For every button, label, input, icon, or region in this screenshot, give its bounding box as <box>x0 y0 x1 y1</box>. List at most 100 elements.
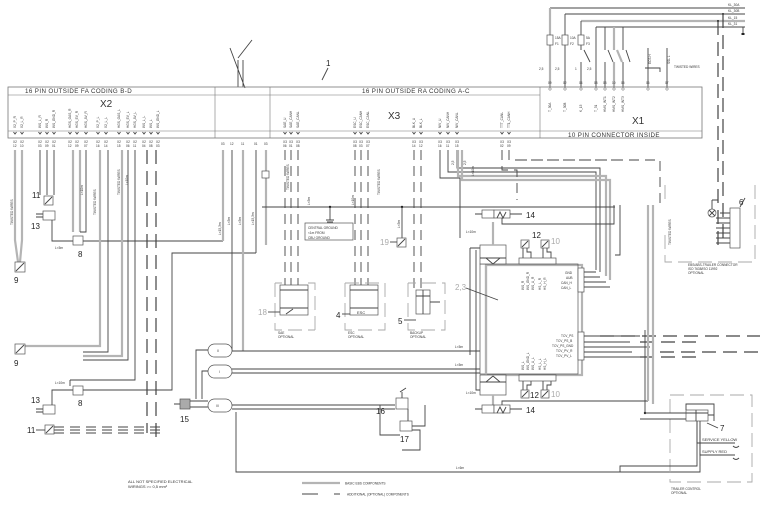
ecu-pin-label: HS_L_R <box>538 277 542 290</box>
pin-label: WS_L <box>149 119 153 128</box>
pin-number: 03 <box>156 144 160 148</box>
callout-9: 9 <box>14 359 19 368</box>
pin-arrow-icon <box>438 131 442 135</box>
callout-10: 10 <box>551 237 560 246</box>
pin-number: 11 <box>446 144 450 148</box>
pin-arrow-icon <box>126 131 130 135</box>
pin-connector-id: X3 <box>412 140 416 144</box>
ecu-pin-label: HS_H_R <box>543 277 547 290</box>
pin-arrow-icon <box>75 131 79 135</box>
callout-11: 11 <box>32 191 41 200</box>
pin-arrow-icon <box>149 131 153 135</box>
pin-number: 16 <box>96 144 100 148</box>
pin-number: 03 <box>264 142 268 146</box>
wire-label-25: 2,5 <box>451 160 455 165</box>
valve-17 <box>399 420 413 432</box>
pin-arrow-icon <box>412 131 416 135</box>
callout-5: 5 <box>398 317 403 326</box>
x2-label: X2 <box>100 99 113 110</box>
pin-socket-icon <box>579 87 583 91</box>
pin-socket-icon <box>563 87 567 91</box>
iso7638-socket <box>729 207 741 249</box>
pin-connector-id: X2 <box>149 140 153 144</box>
pin-number: 06 <box>283 144 287 148</box>
pin-connector-id: X2 <box>68 140 72 144</box>
pin-number: 07 <box>84 144 88 148</box>
x2-wiring: TWISTED WIRES 9 11 13 L<5m 8 TWISTED WIR… <box>10 150 256 438</box>
modulators: L<15,3m L<5m L<5m L<15,3m II I III L<6m … <box>174 150 701 473</box>
x1-pin-number: 02 <box>563 81 567 85</box>
ecu-upper-block <box>479 244 507 265</box>
pin-connector-id: X2 <box>96 140 100 144</box>
x1-pin-label: HMS_INT2 <box>612 96 616 112</box>
valve-8-upper <box>72 235 84 246</box>
wire-length-label: L<15,3m <box>218 222 222 235</box>
kl15-label: KL_15 <box>728 16 737 20</box>
callout-17: 17 <box>400 435 409 444</box>
ecu-pin-tcv-ps: TCV_PS <box>561 334 573 338</box>
modulator-ii-label: II <box>217 349 219 353</box>
ecu-pin-canh: CAN_H <box>561 281 573 285</box>
modulator-iii-label: III <box>216 404 219 408</box>
pin-label: ESC_CANH <box>359 110 363 128</box>
pin-label: SAE_CANH <box>289 110 293 128</box>
x1-pin-number: 07 <box>665 81 669 85</box>
x1-pin-label: T_31 <box>594 105 598 112</box>
fuse-f1-icon <box>546 34 554 46</box>
callout-10: 10 <box>551 390 560 399</box>
pin-arrow-icon <box>507 131 511 135</box>
valve-16 <box>395 397 409 410</box>
trailer-control-valve <box>685 409 709 422</box>
pin-number: 01 <box>289 144 293 148</box>
central-ground-line2: <1m FROM <box>308 231 325 235</box>
pin-label: NIV_CANL <box>455 112 459 128</box>
ecu-pin-label: WS_U_L <box>531 357 535 370</box>
fuse-f2-rating: 10A <box>570 36 577 40</box>
pin-connector-id: X3 <box>283 140 287 144</box>
fuse-f2-id: F2 <box>570 42 574 46</box>
sae-caption: SAE <box>278 331 284 335</box>
pin-arrow-icon <box>133 131 137 135</box>
callout-18: 18 <box>258 308 267 317</box>
x1-pin-number: 09 <box>548 81 552 85</box>
x1-pin-number: 06 <box>646 81 650 85</box>
pin-arrow-icon <box>455 131 459 135</box>
pin-label: HGS_GAS_L <box>117 109 121 128</box>
pin-labels: X2_P_RX212X2_L_RX210WS_L_RX203WS_RX209WS… <box>13 81 669 148</box>
pin-label: NIV_CANH <box>446 111 450 128</box>
wire-length-label: L<10m <box>466 391 476 395</box>
x1-pin-label: T_30B <box>563 103 567 112</box>
pin-connector-id: X3 <box>500 140 504 144</box>
pin-arrow-icon <box>13 131 17 135</box>
central-ground-line1: CENTRAL GROUND <box>308 226 339 230</box>
pin-connector-id: X3 <box>359 140 363 144</box>
pin-label: WS_GND_R <box>52 109 56 128</box>
pin-arrow-icon <box>96 131 100 135</box>
pin-connector-id: X2 <box>52 140 56 144</box>
cross-section-label: 2,5 <box>587 67 592 71</box>
ecu-pin-label: WS_GND_R <box>526 271 530 290</box>
pin-number: 02 <box>500 144 504 148</box>
pin-label: ESC_U <box>353 117 357 128</box>
callout-7: 7 <box>720 424 725 433</box>
pin-arrow-icon <box>104 131 108 135</box>
wire-length-label: L<15,3m <box>251 212 255 225</box>
x1-band-title: 10 PIN CONNECTOR INSIDE <box>568 132 660 139</box>
note-line1: ALL NOT SPECIFIED ELECTRICAL <box>128 479 193 484</box>
pin-label: BLK_L <box>419 118 423 128</box>
esc-caption: ESC <box>348 331 355 335</box>
pin-label: X2_L_L <box>104 117 108 128</box>
backup-optional: OPTIONAL <box>410 335 426 339</box>
wire-length-label: L<5m <box>307 197 311 205</box>
pin-number: 12 <box>68 144 72 148</box>
pin-connector-id: X2 <box>104 140 108 144</box>
callout-14: 14 <box>526 406 535 415</box>
pin-number: 08 <box>296 144 300 148</box>
pin-connector-id: X2 <box>13 140 17 144</box>
callout-13: 13 <box>31 222 40 231</box>
pin-label: TTT_CANL <box>500 112 504 128</box>
callout-11: 11 <box>27 426 36 435</box>
callout-15: 15 <box>180 415 189 424</box>
esc-module-label: ESC <box>357 310 365 315</box>
